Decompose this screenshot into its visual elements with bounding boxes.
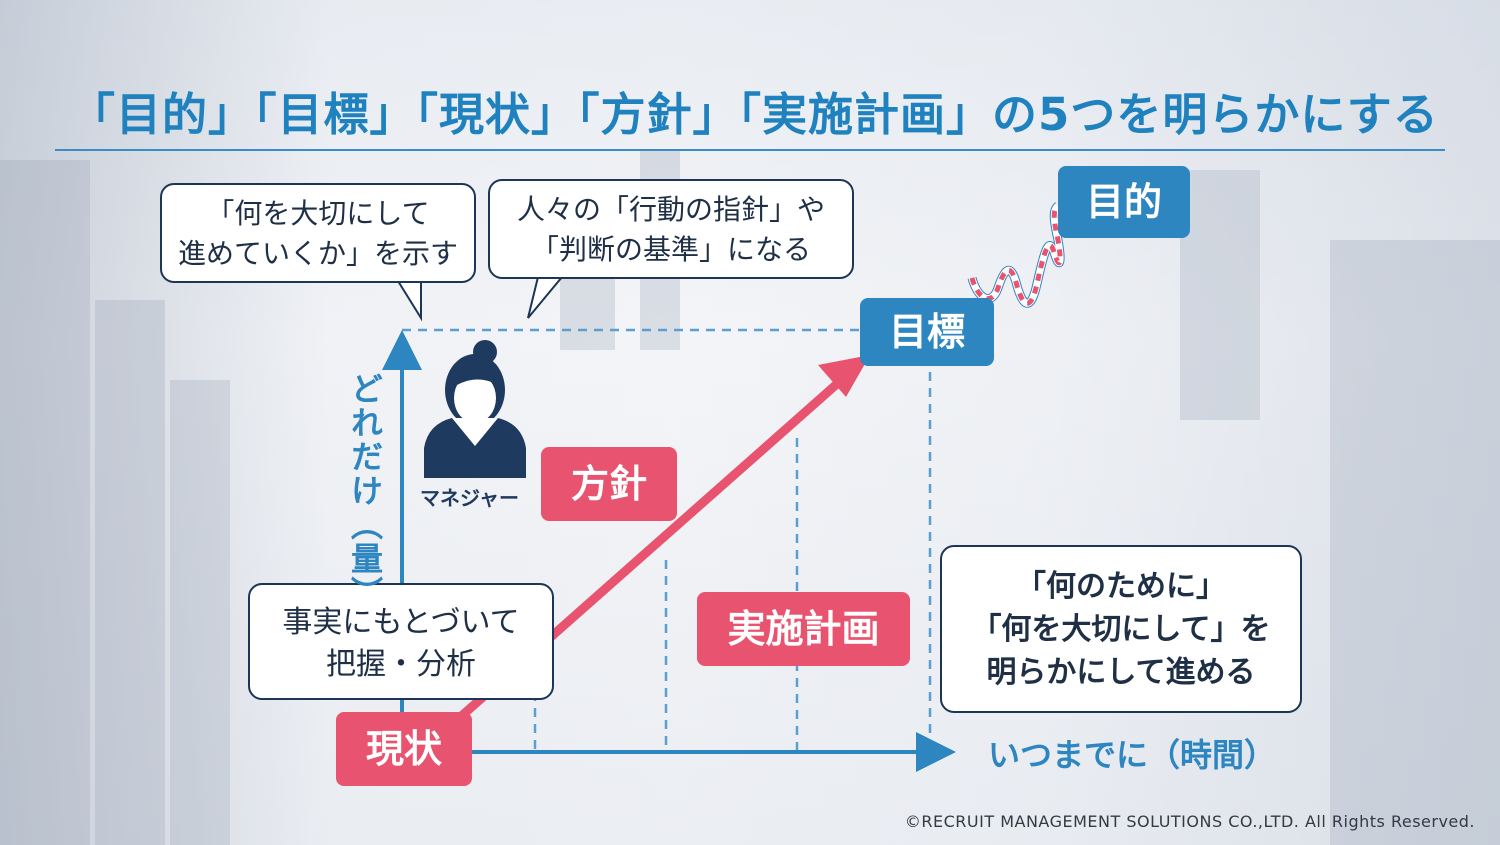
copyright-notice: ©RECRUIT MANAGEMENT SOLUTIONS CO.,LTD. A… bbox=[904, 812, 1475, 831]
plan-tag: 実施計画 bbox=[697, 592, 910, 666]
facts-bubble: 事実にもとづいて 把握・分析 bbox=[248, 583, 554, 700]
target-tag: 目標 bbox=[860, 298, 994, 366]
bubble-tail bbox=[527, 276, 565, 319]
background-building bbox=[170, 380, 230, 845]
background-building bbox=[1330, 240, 1500, 845]
purpose-tag: 目的 bbox=[1058, 166, 1190, 238]
guideline-bubble: 人々の「行動の指針」や 「判断の基準」になる bbox=[488, 179, 854, 279]
slide-title: 「目的」「目標」「現状」「方針」「実施計画」の5つを明らかにする bbox=[70, 88, 1439, 141]
bubble-tail bbox=[396, 280, 422, 322]
background-building bbox=[0, 160, 90, 845]
progress-arrow-head bbox=[818, 355, 870, 397]
manager-person-icon bbox=[424, 340, 526, 478]
current-tag: 現状 bbox=[336, 712, 472, 786]
why-bubble: 「何のために」 「何を大切にして」を 明らかにして進める bbox=[940, 545, 1302, 713]
policy-tag: 方針 bbox=[541, 447, 677, 521]
y-axis-label: どれだけ（量） bbox=[346, 372, 384, 610]
title-underline bbox=[55, 149, 1445, 151]
what-matters-bubble: 「何を大切にして 進めていくか」を示す bbox=[160, 183, 476, 283]
wave-connector-dashes bbox=[969, 203, 1063, 306]
x-axis-label: いつまでに（時間） bbox=[988, 736, 1277, 774]
manager-label: マネジャー bbox=[420, 486, 519, 510]
background-building bbox=[1180, 170, 1260, 420]
background-building bbox=[95, 300, 165, 845]
